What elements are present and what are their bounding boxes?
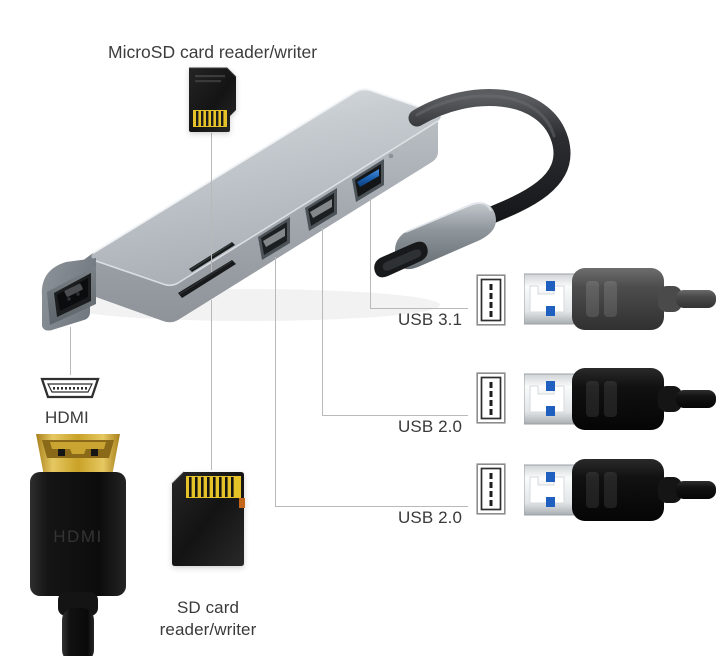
sd-card (171, 471, 245, 566)
usb-port-icon (476, 463, 506, 515)
hub-usb-a-port-1 (258, 217, 290, 260)
microsd-contacts (193, 110, 227, 127)
usb-c-connector (374, 202, 496, 278)
leader-hdmi (70, 327, 71, 375)
leader-usb20-b-horizontal (275, 506, 468, 507)
label-usb-20-b: USB 2.0 (398, 508, 463, 527)
svg-text:HDMI: HDMI (53, 527, 102, 546)
sd-contacts (186, 476, 241, 498)
hub-sd-slot (178, 260, 236, 298)
label-usb-31: USB 3.1 (398, 310, 463, 329)
hub-usb-a-port-3-blue (352, 159, 384, 202)
usb-plug-20-b (524, 459, 716, 521)
hub-hdmi-port (47, 266, 96, 325)
microsd-card (189, 67, 237, 132)
usb-plug-20-a (524, 368, 716, 430)
usb-port-icon (476, 274, 506, 326)
leader-usb20-a-vertical (322, 228, 323, 415)
label-usb-20-a: USB 2.0 (398, 417, 463, 436)
leader-usb20-b-vertical (275, 257, 276, 506)
hub-led-indicator (388, 153, 394, 159)
leader-sd (211, 300, 212, 470)
leader-usb20-a-horizontal (322, 415, 468, 416)
label-hdmi: HDMI (45, 408, 89, 427)
leader-usb31-vertical (370, 199, 371, 308)
hub-microsd-slot (189, 242, 235, 272)
hub-usb-a-port-2 (305, 188, 337, 231)
usb-plug-31 (524, 268, 716, 330)
leader-usb31-horizontal (370, 308, 468, 309)
usb-port-icon (476, 372, 506, 424)
label-sd-reader-line2: reader/writer (159, 620, 257, 639)
label-microsd-reader: MicroSD card reader/writer (108, 42, 318, 62)
label-sd-reader-line1: SD card (176, 598, 240, 617)
leader-microsd (211, 133, 212, 272)
hdmi-cable: HDMI (30, 434, 126, 656)
hub-usbc-cable (408, 88, 571, 233)
hdmi-port-icon (40, 377, 100, 399)
